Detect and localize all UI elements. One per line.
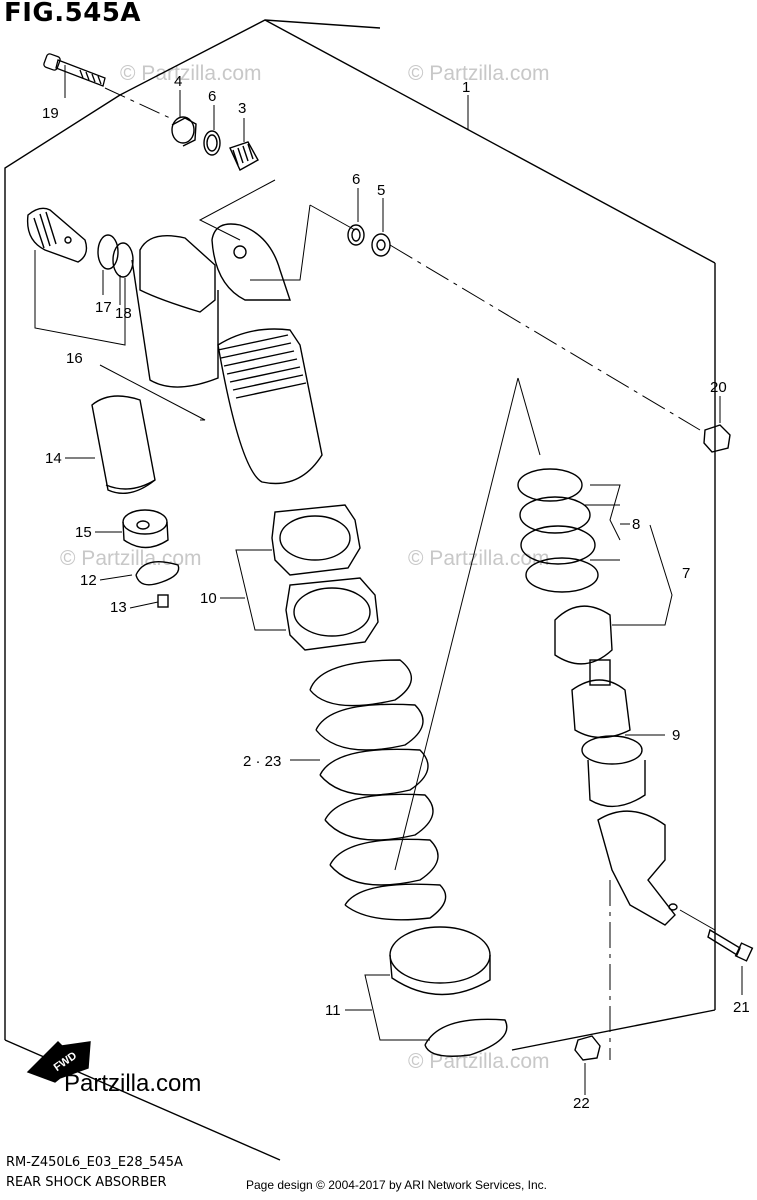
- watermark: © Partzilla.com: [408, 1050, 550, 1073]
- figure-title: FIG.545A: [4, 0, 142, 28]
- bolt-19: [43, 53, 106, 87]
- bladder-14: [91, 395, 156, 494]
- nut-22: [574, 1035, 601, 1061]
- brand-label: Partzilla.com: [64, 1070, 202, 1097]
- callout-15: 15: [75, 524, 92, 541]
- callout-9: 9: [672, 727, 680, 744]
- reservoir-cap-16: [26, 207, 134, 278]
- nut-20: [703, 424, 731, 453]
- callout-7: 7: [682, 565, 690, 582]
- watermark: © Partzilla.com: [60, 547, 202, 570]
- diagram-code: RM-Z450L6_E03_E28_545A: [6, 1155, 183, 1170]
- callout-14: 14: [45, 450, 62, 467]
- callout-19: 19: [42, 105, 59, 122]
- watermark: © Partzilla.com: [408, 62, 550, 85]
- callout-20: 20: [710, 379, 727, 396]
- callouts: 1 2 · 23 3 4 5 6 6 7 8 9 10 11 12 13 14 …: [42, 73, 750, 1112]
- diagram-subtitle: REAR SHOCK ABSORBER: [6, 1175, 167, 1190]
- callout-5: 5: [377, 182, 385, 199]
- valve-13: [157, 594, 169, 608]
- callout-21: 21: [733, 999, 750, 1016]
- reservoir-body: [131, 235, 219, 388]
- callout-22: 22: [573, 1095, 590, 1112]
- spring-seat-11: [389, 926, 508, 1057]
- callout-16: 16: [66, 350, 83, 367]
- cap-15: [122, 509, 169, 549]
- shaft-assembly-7: [517, 468, 678, 926]
- callout-11: 11: [325, 1002, 341, 1019]
- watermark: © Partzilla.com: [120, 62, 262, 85]
- watermark: © Partzilla.com: [408, 547, 550, 570]
- credit-line: Page design © 2004-2017 by ARI Network S…: [246, 1178, 548, 1192]
- assembly-frame: [4, 19, 716, 1161]
- bolt-21: [707, 928, 754, 962]
- callout-leaders: [34, 65, 743, 1095]
- callout-6-right: 6: [352, 171, 360, 188]
- callout-12: 12: [80, 572, 97, 589]
- callout-8: 8: [632, 516, 640, 533]
- callout-4: 4: [174, 73, 182, 90]
- callout-1: 1: [462, 79, 470, 96]
- bushings-upper: [171, 116, 259, 171]
- callout-17: 17: [95, 299, 112, 316]
- leader-lines: [99, 87, 716, 1060]
- callout-18: 18: [115, 305, 132, 322]
- shock-body: [211, 223, 323, 485]
- callout-10: 10: [200, 590, 217, 607]
- seal-washer-right: [347, 224, 391, 257]
- circlip-12: [135, 561, 180, 586]
- callout-6-upper: 6: [208, 88, 216, 105]
- watermarks: © Partzilla.com © Partzilla.com © Partzi…: [60, 62, 550, 1073]
- spring-2: [309, 659, 447, 921]
- lock-nuts-10: [271, 504, 379, 651]
- fwd-logo: FWD: [26, 1041, 91, 1083]
- callout-2-23: 2 · 23: [243, 753, 281, 770]
- callout-13: 13: [110, 599, 127, 616]
- callout-3: 3: [238, 100, 246, 117]
